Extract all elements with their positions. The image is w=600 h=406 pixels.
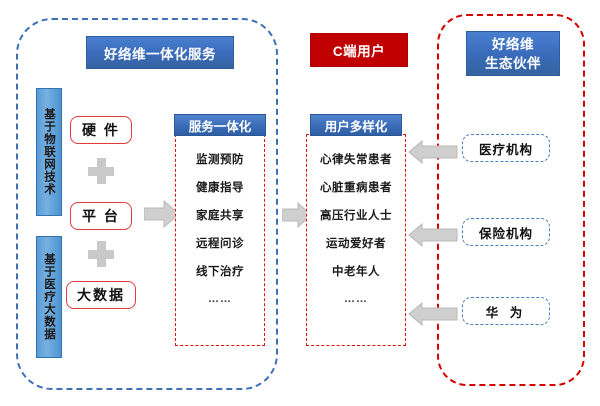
user-item: 心律失常患者 [320, 154, 392, 166]
user-panel-header: 用户多样化 [310, 114, 402, 136]
plus-icon-1 [88, 158, 114, 184]
user-item: 中老年人 [332, 266, 380, 278]
service-item: 线下治疗 [196, 266, 244, 278]
left-group-title-banner: 好络维一体化服务 [86, 36, 234, 69]
arrow-left-icon-huawei-to-user [408, 302, 458, 326]
partner-title-line2: 生态伙伴 [485, 55, 541, 71]
service-panel-header: 服务一体化 [174, 114, 266, 136]
service-item: 远程问诊 [196, 238, 244, 250]
partner-medical-institution: 医疗机构 [462, 134, 550, 162]
user-item: 运动爱好者 [326, 238, 386, 250]
service-item: 健康指导 [196, 182, 244, 194]
arrow-left-icon-medical-to-user [408, 140, 458, 164]
center-group-title-banner: C端用户 [310, 33, 408, 67]
service-panel: 监测预防 健康指导 家庭共享 远程问诊 线下治疗 …… [175, 134, 265, 346]
partner-insurance-institution: 保险机构 [462, 218, 550, 246]
arrow-right-icon-service-to-user [282, 202, 312, 228]
arrow-right-icon-platform-to-service [144, 200, 180, 228]
partner-huawei: 华 为 [462, 297, 550, 325]
component-platform: 平 台 [70, 202, 132, 230]
plus-icon-2 [88, 241, 114, 267]
service-item: 监测预防 [196, 154, 244, 166]
arrow-left-icon-insurance-to-user [408, 223, 458, 247]
foundation-bar-medical-bigdata: 基于医疗大数据 [36, 236, 62, 358]
partner-title-line1: 好络维 [492, 36, 534, 52]
right-group-title-banner: 好络维 生态伙伴 [466, 31, 560, 76]
foundation-bar-iot: 基于物联网技术 [36, 88, 62, 216]
left-ecosystem-container [16, 18, 278, 390]
service-item: 家庭共享 [196, 210, 244, 222]
user-item-list: 心律失常患者 心脏重病患者 高压行业人士 运动爱好者 中老年人 …… [307, 135, 405, 317]
user-panel: 心律失常患者 心脏重病患者 高压行业人士 运动爱好者 中老年人 …… [306, 134, 406, 346]
user-item: 高压行业人士 [320, 210, 392, 222]
user-item-ellipsis: …… [344, 293, 368, 305]
component-hardware: 硬 件 [70, 116, 132, 144]
user-item: 心脏重病患者 [320, 182, 392, 194]
component-bigdata: 大数据 [66, 281, 136, 309]
service-item-ellipsis: …… [208, 293, 232, 305]
service-item-list: 监测预防 健康指导 家庭共享 远程问诊 线下治疗 …… [176, 135, 264, 317]
right-partner-container [437, 14, 585, 386]
